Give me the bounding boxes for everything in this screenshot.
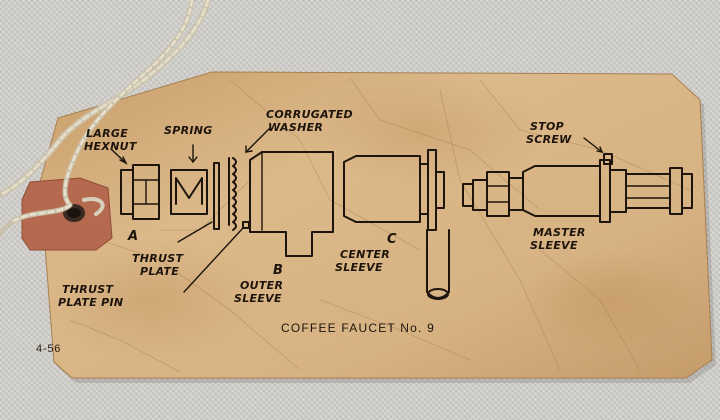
label-thrust-plate-line1: THRUST <box>132 252 185 265</box>
label-master-sleeve-line1: MASTER <box>533 226 586 239</box>
tag-title: COFFEE FAUCET No. 9 <box>281 321 435 335</box>
label-center-sleeve-line1: CENTER <box>340 248 390 261</box>
paper-creases <box>69 77 691 373</box>
label-outer-sleeve-line2: SLEEVE <box>234 292 282 305</box>
thrust-plate-part <box>213 162 220 230</box>
label-master-sleeve-line2: SLEEVE <box>530 239 578 252</box>
label-center-sleeve-line2: SLEEVE <box>335 261 383 274</box>
tag-hole-inner <box>67 208 81 218</box>
label-large-hexnut-line2: HEXNUT <box>84 140 138 153</box>
paper-stain <box>520 250 700 350</box>
master-sleeve-part <box>462 153 693 223</box>
label-letter-a: A <box>127 229 138 244</box>
label-stop-screw-line1: STOP <box>530 120 564 133</box>
paper-stain <box>300 75 540 185</box>
label-thrust-plate-pin-line1: THRUST <box>62 283 115 296</box>
tag-string <box>0 0 211 238</box>
large-hexnut-part <box>120 164 160 220</box>
label-spring: SPRING <box>164 124 213 137</box>
label-letter-c: C <box>387 232 397 247</box>
outer-sleeve-part <box>249 151 334 257</box>
spring-part <box>170 169 208 215</box>
label-thrust-plate-line2: PLATE <box>140 265 179 278</box>
center-sleeve-part <box>343 149 450 300</box>
label-large-hexnut-line1: LARGE <box>86 127 128 140</box>
label-letter-b: B <box>273 263 283 278</box>
corrugated-washer-part <box>228 157 237 231</box>
label-corrugated-washer-line2: WASHER <box>268 121 323 134</box>
label-thrust-plate-pin-line2: PLATE PIN <box>58 296 123 309</box>
leader-lines <box>111 127 604 293</box>
label-outer-sleeve-line1: OUTER <box>240 279 283 292</box>
label-corrugated-washer-line1: CORRUGATED <box>266 108 353 121</box>
label-stop-screw-line2: SCREW <box>526 133 572 146</box>
tag-code: 4-56 <box>36 343 61 355</box>
